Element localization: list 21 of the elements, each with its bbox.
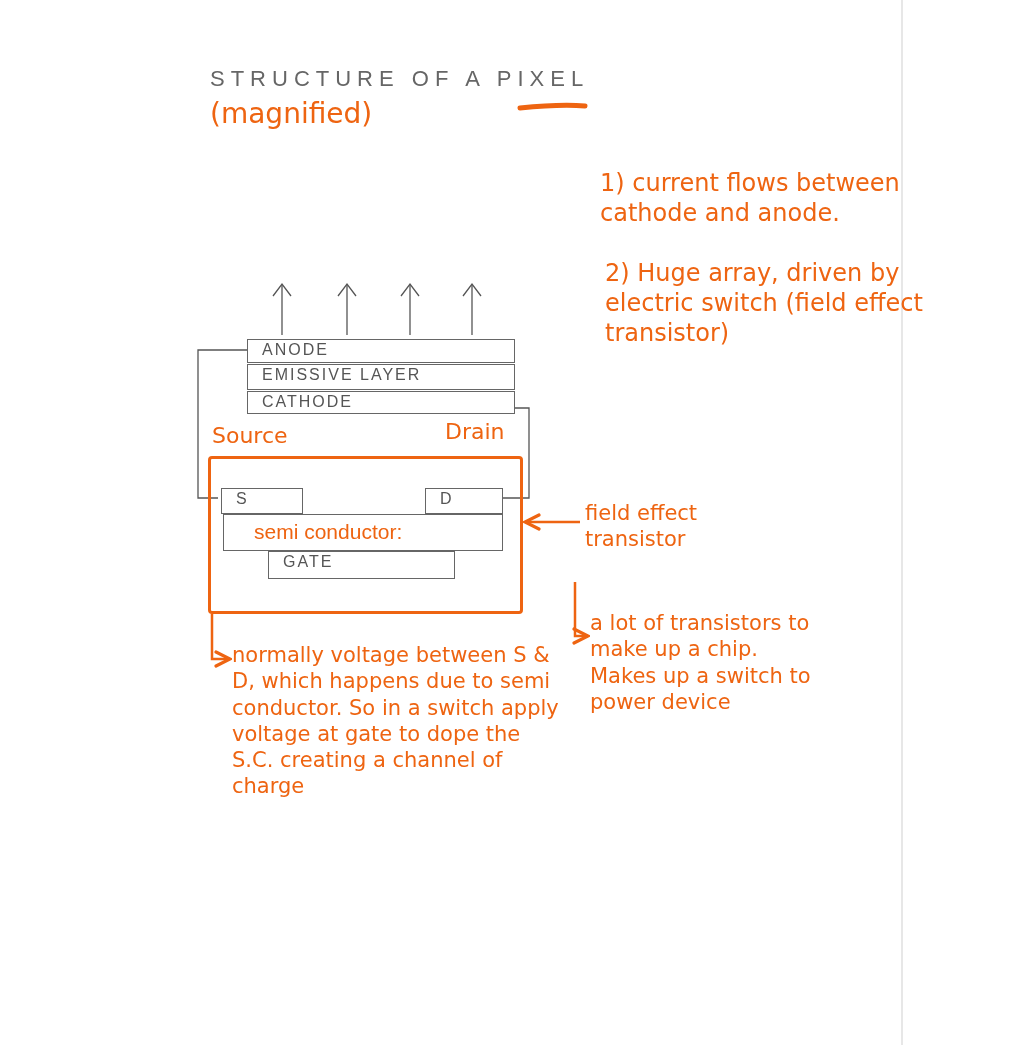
note-text: normally voltage between S & D, which happens due to semi conductor. So in a switch apply voltage at gate to dope the S.C. creating a channel of charge (232, 642, 562, 1002)
subtitle: (magnified) (210, 96, 374, 132)
transistor-outline (208, 456, 523, 614)
semiconductor-box: semi conductor: (223, 514, 503, 551)
arrow (210, 614, 232, 668)
note-text: field effect transistor (585, 500, 735, 580)
note-text: 2) Huge array, driven by electric switch (field effect transistor) (605, 258, 924, 349)
layer-box: ANODE (247, 339, 515, 363)
terminal-box: S (221, 488, 303, 514)
layer-box: CATHODE (247, 391, 515, 414)
terminal-label: Source (212, 422, 289, 450)
note-text: a lot of transistors to make up a chip. Makes up a switch to power device (590, 610, 820, 800)
layer-box: EMISSIVE LAYER (247, 364, 515, 390)
title: STRUCTURE OF A PIXEL (210, 66, 591, 93)
note-text: 1) current flows between cathode and anode. (600, 168, 901, 229)
gate-box: GATE (268, 551, 455, 579)
wire (197, 349, 248, 499)
terminal-box: D (425, 488, 503, 514)
arrow (523, 513, 580, 531)
arrow (572, 582, 590, 645)
terminal-label: Drain (445, 418, 506, 446)
